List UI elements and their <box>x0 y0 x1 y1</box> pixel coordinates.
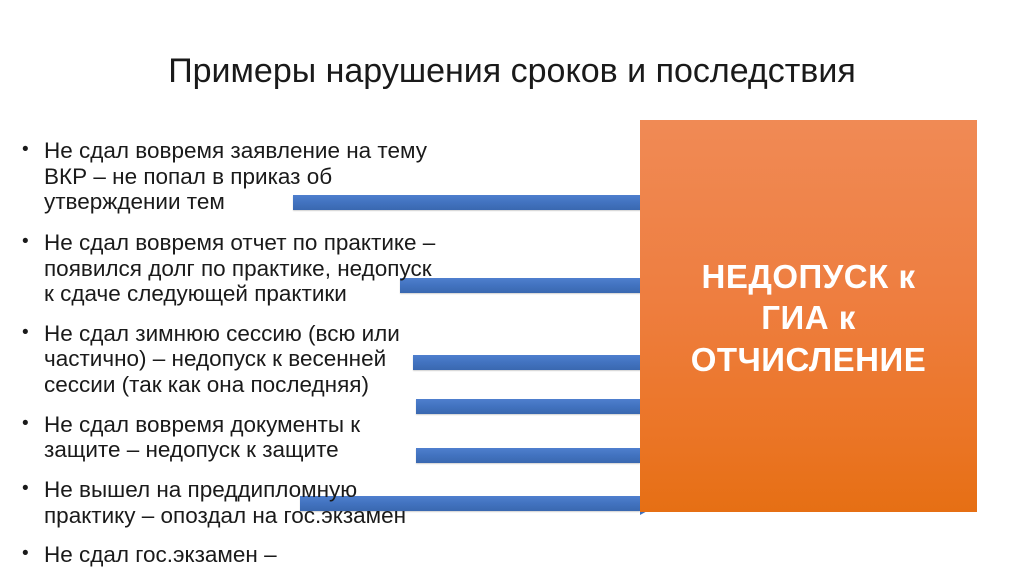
list-item: • Не сдал вовремя отчет по практике – по… <box>22 230 642 307</box>
bullet-list: • Не сдал вовремя заявление на тему ВКР … <box>22 138 642 568</box>
list-item-text: Не сдал зимнюю сессию (всю или частично)… <box>44 320 400 398</box>
list-item: • Не сдал зимнюю сессию (всю или частичн… <box>22 321 642 398</box>
bullet-marker-icon: • <box>22 321 29 343</box>
list-item: • Не сдал вовремя документы к защите – н… <box>22 412 642 463</box>
bullet-marker-icon: • <box>22 543 29 565</box>
outcome-line-2: ГИА к <box>761 299 856 337</box>
list-item-text: Не сдал вовремя документы к защите – нед… <box>44 411 361 463</box>
list-item-text: Не сдал вовремя заявление на тему ВКР – … <box>44 138 427 215</box>
list-item-text: Не сдал гос.экзамен – <box>44 542 277 568</box>
bullet-marker-icon: • <box>22 230 29 252</box>
bullet-marker-icon: • <box>22 139 29 160</box>
bullet-marker-icon: • <box>22 478 29 500</box>
list-item-text: Не вышел на преддипломную практику – опо… <box>44 477 407 528</box>
list-item: • Не сдал гос.экзамен – <box>22 542 642 568</box>
arrow-shaft <box>416 399 644 414</box>
outcome-line-3: ОТЧИСЛЕНИЕ <box>690 340 927 378</box>
arrow-shaft <box>300 496 640 511</box>
outcome-box-text: НЕДОПУСК к ГИА к ОТЧИСЛЕНИЕ <box>640 256 977 380</box>
page-title: Примеры нарушения сроков и последствия <box>168 52 856 90</box>
list-item: • Не сдал вовремя заявление на тему ВКР … <box>22 138 642 215</box>
arrow-shaft <box>416 448 640 463</box>
arrow-shaft <box>293 195 648 210</box>
arrow-shaft <box>400 278 648 293</box>
list-item: • Не вышел на преддипломную практику – о… <box>22 477 642 528</box>
outcome-box: НЕДОПУСК к ГИА к ОТЧИСЛЕНИЕ <box>640 120 977 512</box>
list-item-text: Не сдал вовремя отчет по практике – появ… <box>44 229 436 307</box>
bullet-marker-icon: • <box>22 412 29 434</box>
outcome-line-1: НЕДОПУСК к <box>701 258 916 295</box>
arrow-shaft <box>413 355 651 370</box>
